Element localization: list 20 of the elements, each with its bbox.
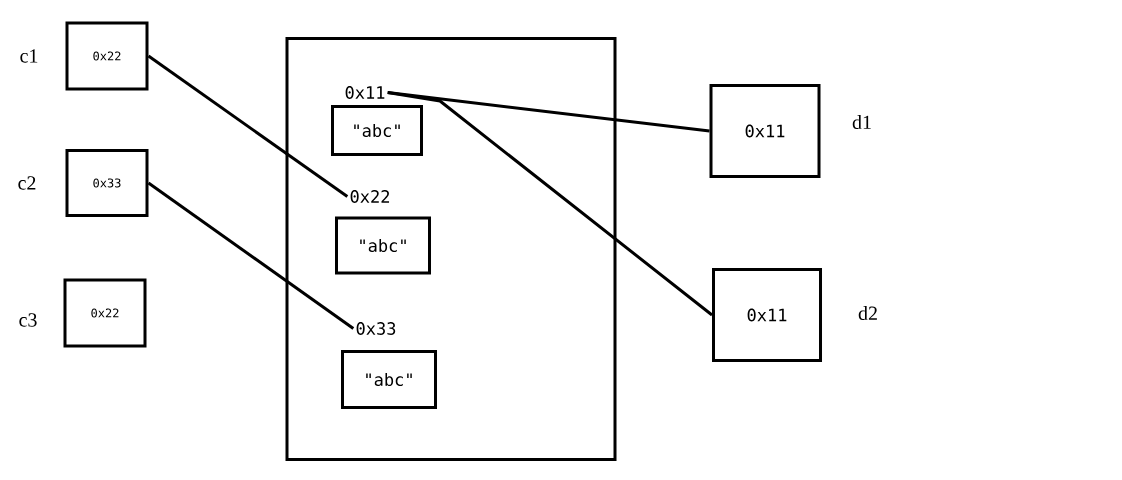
memory-box: 0x11 [712,268,822,362]
memory-region-box [285,37,617,461]
variable-label: d2 [858,305,877,321]
memory-box: "abc" [335,216,431,275]
memory-box: 0x11 [709,84,821,178]
memory-box: 0x33 [65,149,149,217]
variable-label: d1 [852,114,871,130]
memory-box: 0x22 [65,21,149,91]
memory-box: "abc" [331,105,423,156]
variable-label: c1 [20,49,38,63]
connector-line [387,91,713,317]
memory-box: "abc" [341,350,437,409]
variable-label: c3 [19,313,37,327]
address-label: 0x22 [350,190,390,203]
variable-label: c2 [18,176,36,190]
memory-box: 0x22 [63,278,147,348]
address-label: 0x11 [345,86,385,99]
connector-line [147,54,349,198]
address-label: 0x33 [356,322,396,335]
connector-line [147,181,355,330]
